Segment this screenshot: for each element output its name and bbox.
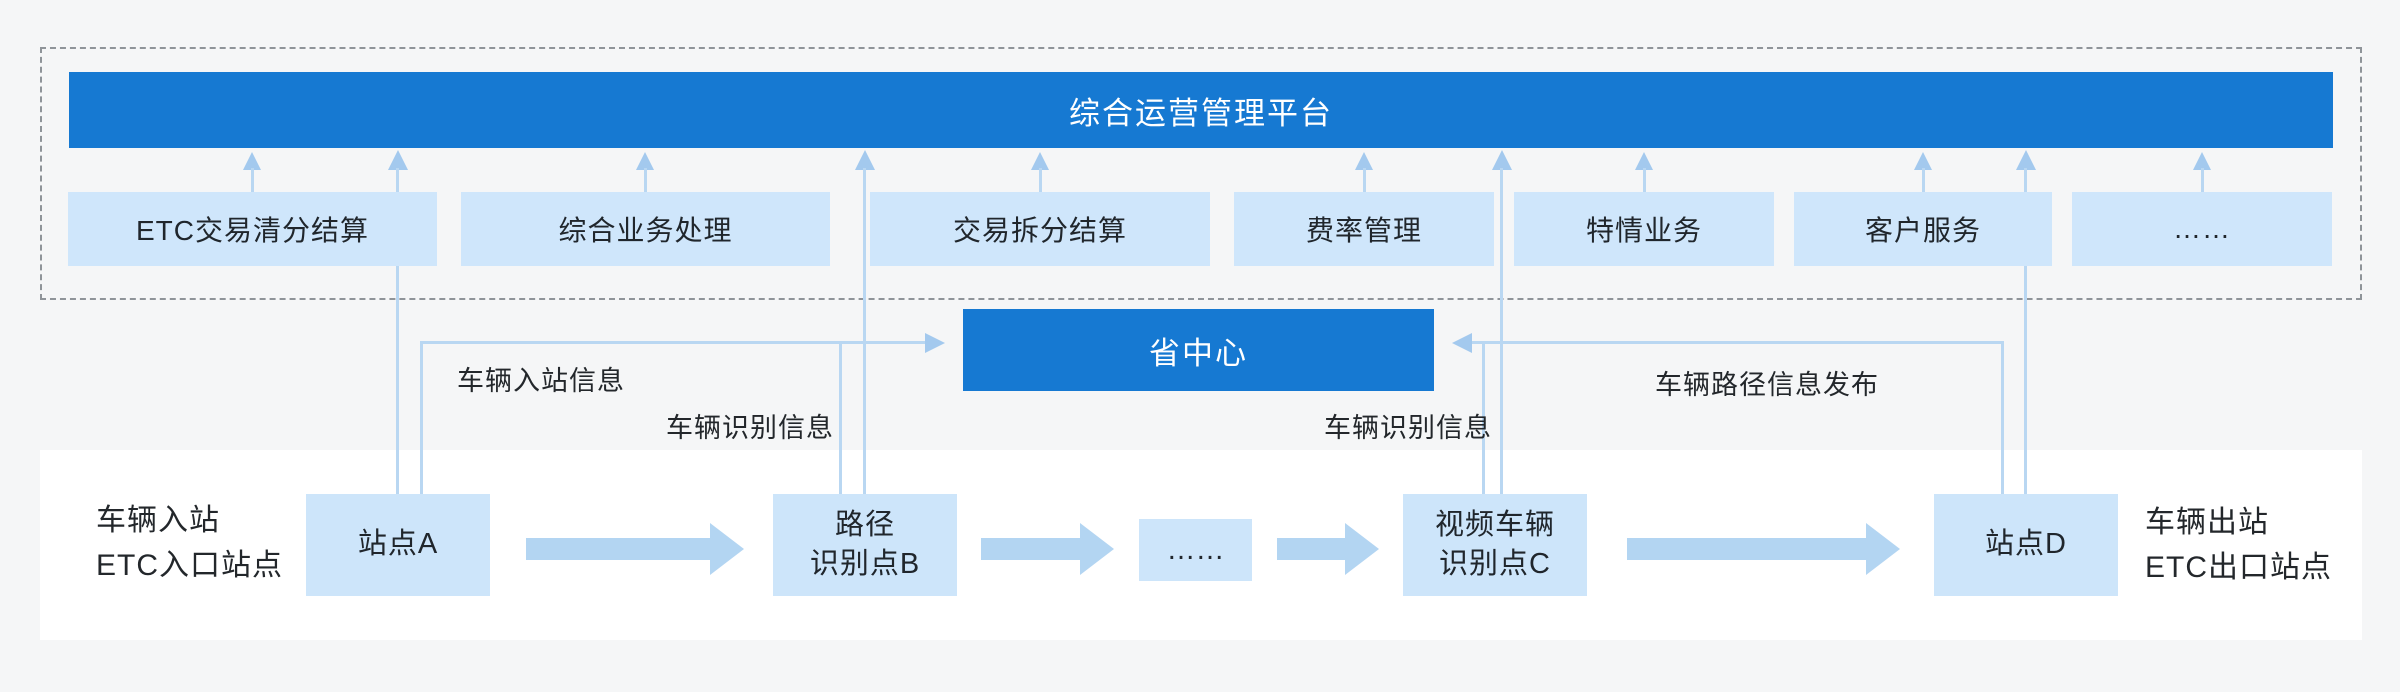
module-box-business: 综合业务处理 — [461, 192, 830, 266]
flow-arrow-body — [526, 538, 711, 560]
flow-arrow-icon — [981, 523, 1114, 575]
province-center-box: 省中心 — [963, 309, 1434, 391]
station-b-platform-line — [863, 168, 866, 494]
province-center-label: 省中心 — [1149, 335, 1248, 371]
flow-arrow-icon — [1627, 523, 1900, 575]
up-arrow-stem — [644, 168, 647, 192]
station-box-ellipsis: …… — [1139, 519, 1252, 581]
up-arrow-stem — [1922, 168, 1925, 192]
module-box-split-settlement: 交易拆分结算 — [870, 192, 1210, 266]
caption-line: ETC出口站点 — [2145, 551, 2332, 584]
module-label: ETC交易清分结算 — [135, 215, 369, 246]
up-arrow-icon — [1914, 152, 1932, 170]
up-arrow-icon — [1031, 152, 1049, 170]
up-arrow-icon — [1355, 152, 1373, 170]
station-label: 站点D — [1985, 528, 2067, 561]
arrow-up-icon — [1492, 150, 1512, 170]
label-recognition-right: 车辆识别信息 — [1324, 413, 1492, 443]
platform-title-bar: 综合运营管理平台 — [69, 72, 2333, 148]
entry-info-line-horizontal — [420, 341, 925, 344]
station-c-platform-line — [1500, 168, 1503, 494]
route-publish-line-horizontal — [1472, 341, 2004, 344]
arrow-up-icon — [855, 150, 875, 170]
module-box-special: 特情业务 — [1514, 192, 1774, 266]
module-label: 综合业务处理 — [558, 215, 733, 246]
flow-arrow-body — [981, 538, 1081, 560]
station-box-a: 站点A — [306, 494, 490, 596]
arrow-up-icon — [2016, 150, 2036, 170]
platform-title: 综合运营管理平台 — [1069, 95, 1333, 131]
station-d-platform-line — [2024, 168, 2027, 494]
up-arrow-icon — [2193, 152, 2211, 170]
station-label: …… — [1166, 533, 1225, 566]
platform-dashed-boundary — [40, 47, 2362, 300]
flow-arrow-body — [1627, 538, 1867, 560]
station-a-platform-line — [396, 168, 399, 494]
recognition-join-line-c — [1482, 343, 1485, 494]
label-recognition-left: 车辆识别信息 — [666, 413, 834, 443]
flow-arrow-head — [1345, 523, 1379, 575]
arrow-left-icon — [1452, 333, 1472, 353]
module-box-more: …… — [2072, 192, 2332, 266]
up-arrow-stem — [1643, 168, 1646, 192]
recognition-join-line-b — [839, 343, 842, 494]
up-arrow-stem — [2201, 168, 2204, 192]
module-box-customer: 客户服务 — [1794, 192, 2052, 266]
up-arrow-stem — [251, 168, 254, 192]
station-label: 识别点C — [1439, 548, 1551, 580]
module-label: 交易拆分结算 — [952, 215, 1127, 246]
module-label: 客户服务 — [1864, 215, 1981, 246]
arrow-up-icon — [388, 150, 408, 170]
caption-line: ETC入口站点 — [96, 549, 283, 582]
up-arrow-stem — [1039, 168, 1042, 192]
module-label: 特情业务 — [1585, 215, 1702, 246]
station-label: 视频车辆 — [1434, 508, 1555, 541]
up-arrow-stem — [1363, 168, 1366, 192]
module-label: …… — [2173, 213, 2231, 244]
caption-line: 车辆入站 — [96, 504, 220, 537]
flow-arrow-head — [1866, 523, 1900, 575]
module-box-etc-settlement: ETC交易清分结算 — [68, 192, 437, 266]
station-label: 路径 — [834, 508, 895, 541]
caption-vehicle-exit: 车辆出站 ETC出口站点 — [2145, 500, 2332, 590]
module-label: 费率管理 — [1305, 215, 1422, 246]
caption-line: 车辆出站 — [2145, 506, 2269, 539]
up-arrow-icon — [636, 152, 654, 170]
arrow-right-icon — [925, 333, 945, 353]
station-label: 识别点B — [809, 548, 921, 580]
flow-arrow-icon — [526, 523, 744, 575]
flow-arrow-icon — [1277, 523, 1379, 575]
up-arrow-icon — [1635, 152, 1653, 170]
flow-arrow-body — [1277, 538, 1346, 560]
station-box-c: 视频车辆 识别点C — [1403, 494, 1587, 596]
entry-info-line-vertical — [420, 343, 423, 494]
station-box-d: 站点D — [1934, 494, 2118, 596]
label-entry-info: 车辆入站信息 — [457, 366, 625, 396]
station-box-b: 路径 识别点B — [773, 494, 957, 596]
flow-arrow-head — [1080, 523, 1114, 575]
module-box-rate: 费率管理 — [1234, 192, 1494, 266]
up-arrow-icon — [243, 152, 261, 170]
label-route-publish: 车辆路径信息发布 — [1655, 370, 1879, 400]
route-publish-line-vertical — [2001, 343, 2004, 494]
caption-vehicle-entry: 车辆入站 ETC入口站点 — [96, 498, 283, 588]
station-label: 站点A — [357, 528, 439, 561]
flow-arrow-head — [710, 523, 744, 575]
